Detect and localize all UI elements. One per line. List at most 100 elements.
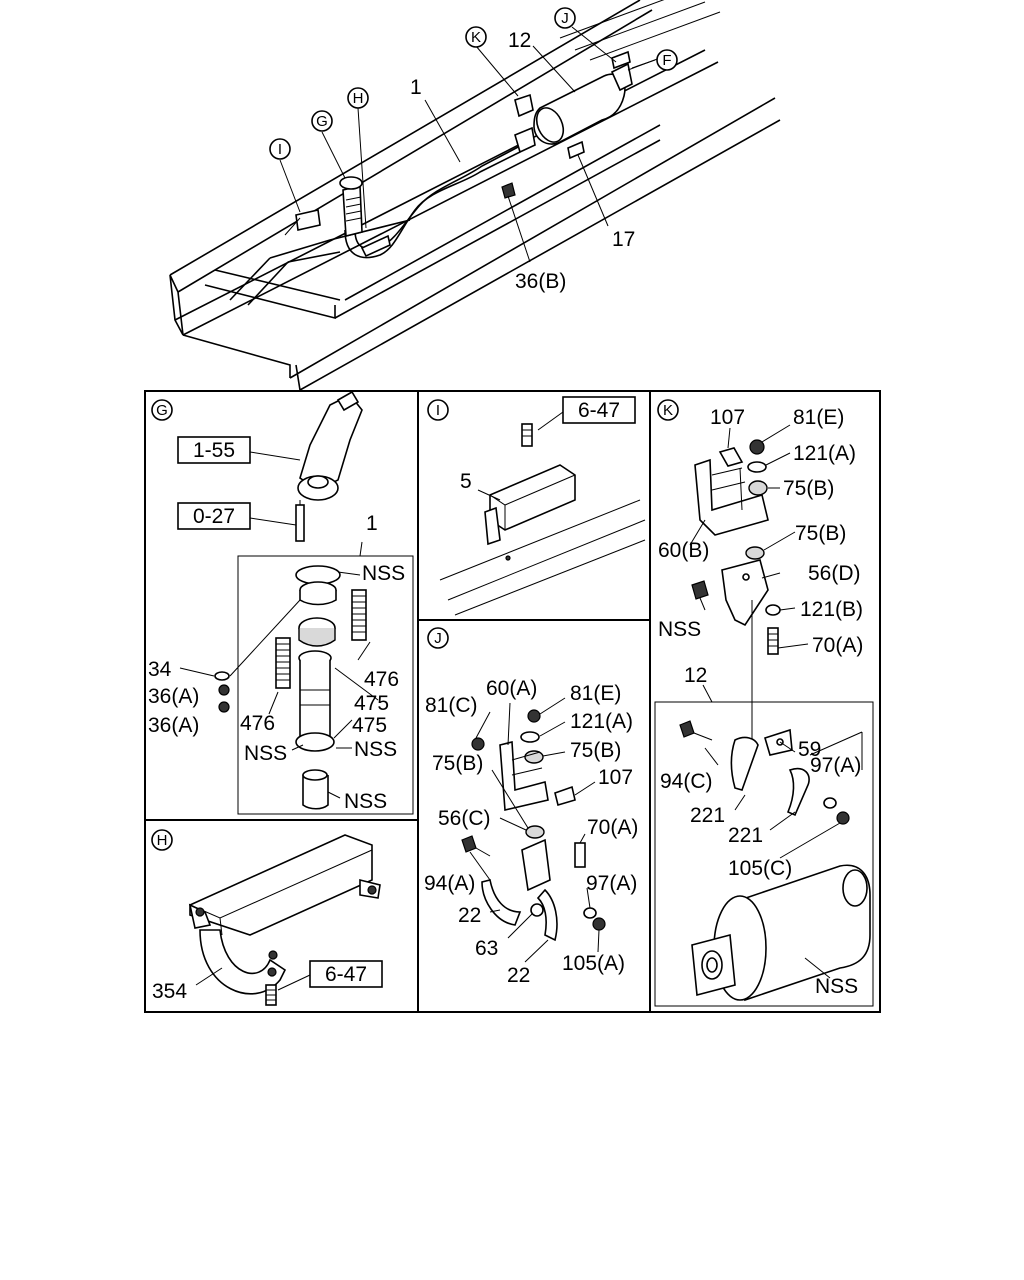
label-k-60b: 60(B): [658, 539, 709, 562]
panel-k-letter: K: [663, 402, 673, 419]
label-j-105a: 105(A): [562, 952, 625, 975]
panel-h-letter: H: [157, 832, 168, 849]
svg-text:F: F: [662, 52, 671, 69]
label-k-59: 59: [798, 738, 821, 761]
label-k-75b-2: 75(B): [795, 522, 846, 545]
muffler: [501, 50, 661, 199]
label-g-475-b: 475: [352, 714, 387, 737]
pipe-clamp-bracket: [188, 834, 381, 1006]
overview-leaders: [279, 26, 656, 263]
label-part-36b: 36(B): [515, 270, 566, 293]
label-k-56d: 56(D): [808, 562, 861, 585]
ref-0-27: 0-27: [193, 505, 235, 528]
label-k-97a: 97(A): [810, 754, 861, 777]
label-g-36a-1: 36(A): [148, 685, 199, 708]
svg-text:I: I: [278, 141, 282, 158]
svg-text:G: G: [316, 113, 328, 130]
label-g-nss-2: NSS: [244, 742, 287, 765]
label-k-105c: 105(C): [728, 857, 792, 880]
spring-left: [275, 637, 291, 689]
ref-box-1-55: [177, 436, 251, 464]
label-k-107: 107: [710, 406, 745, 429]
label-g-nss-1: NSS: [362, 562, 405, 585]
label-j-75b-1: 75(B): [570, 739, 621, 762]
spring-right: [351, 589, 367, 641]
chassis-frame: [169, 0, 781, 391]
k-leaders: [689, 424, 863, 979]
hanger-bracket: [484, 423, 576, 561]
label-k-12: 12: [684, 664, 707, 687]
frame-rail-section: [439, 499, 646, 616]
label-g-476-b: 476: [240, 712, 275, 735]
panel-g-letter: G: [156, 402, 168, 419]
ref-box-6-47-h: [309, 960, 383, 988]
ref-box-0-27: [177, 502, 251, 530]
label-h-354: 354: [152, 980, 187, 1003]
label-part-1: 1: [410, 76, 422, 99]
label-j-75b-2: 75(B): [432, 752, 483, 775]
callout-i: I: [269, 138, 291, 160]
label-g-1: 1: [366, 512, 378, 535]
label-k-221-a: 221: [690, 804, 725, 827]
label-j-121a: 121(A): [570, 710, 633, 733]
ref-6-47-i: 6-47: [578, 399, 620, 422]
label-g-nss-3: NSS: [354, 738, 397, 761]
label-j-60a: 60(A): [486, 677, 537, 700]
detail-panel-grid: [144, 390, 881, 1013]
label-k-221-b: 221: [728, 824, 763, 847]
label-k-94c: 94(C): [660, 770, 713, 793]
muffler-mount-assembly: [679, 720, 871, 1002]
svg-text:H: H: [353, 90, 364, 107]
label-g-34: 34: [148, 658, 172, 681]
label-j-81c: 81(C): [425, 694, 478, 717]
label-k-nss: NSS: [658, 618, 701, 641]
ref-box-6-47-i: [562, 396, 636, 424]
callout-g: G: [311, 110, 333, 132]
overview-illustration: K J F G H I 12 1 17 36(B): [169, 0, 781, 391]
k-hardware: [691, 439, 781, 740]
callout-j: J: [554, 7, 576, 29]
label-j-63: 63: [475, 937, 498, 960]
j-hardware: [461, 709, 606, 942]
callout-f: F: [656, 49, 678, 71]
callout-k: K: [465, 26, 487, 48]
label-j-56c: 56(C): [438, 807, 491, 830]
label-g-476-a: 476: [364, 668, 399, 691]
exhaust-brake-bracket: [297, 390, 363, 501]
label-i-5: 5: [460, 470, 472, 493]
label-j-22-b: 22: [507, 964, 530, 987]
panel-j: J: [424, 627, 638, 987]
flex-joint-assembly: [275, 565, 367, 810]
label-g-nss-4: NSS: [344, 790, 387, 813]
label-part-12: 12: [508, 29, 531, 52]
label-j-81e: 81(E): [570, 682, 621, 705]
label-k-81e: 81(E): [793, 406, 844, 429]
label-j-97a: 97(A): [586, 872, 637, 895]
svg-text:K: K: [471, 29, 481, 46]
panel-k: K: [654, 399, 874, 1007]
label-part-17: 17: [612, 228, 635, 251]
panel-j-letter: J: [434, 630, 442, 647]
panel-g: G 1-55 0-27: [148, 390, 414, 815]
washer-nuts: [214, 671, 230, 713]
label-j-94a: 94(A): [424, 872, 475, 895]
callout-h: H: [347, 87, 369, 109]
j-leaders: [469, 697, 600, 963]
exhaust-pipe: [284, 145, 521, 259]
label-k-121a: 121(A): [793, 442, 856, 465]
label-k-70a: 70(A): [812, 634, 863, 657]
label-j-70a: 70(A): [587, 816, 638, 839]
label-k-121b: 121(B): [800, 598, 863, 621]
label-g-36a-2: 36(A): [148, 714, 199, 737]
panel-i: I 6-47 5: [427, 396, 646, 616]
panel-i-letter: I: [436, 402, 440, 419]
label-g-475-a: 475: [354, 692, 389, 715]
ref-6-47-h: 6-47: [325, 963, 367, 986]
label-k-75b-1: 75(B): [783, 477, 834, 500]
panel-h: H 6-47 354: [151, 829, 383, 1006]
label-j-22-a: 22: [458, 904, 481, 927]
ref-1-55: 1-55: [193, 439, 235, 462]
svg-text:J: J: [561, 10, 569, 27]
label-k-nss-2: NSS: [815, 975, 858, 998]
